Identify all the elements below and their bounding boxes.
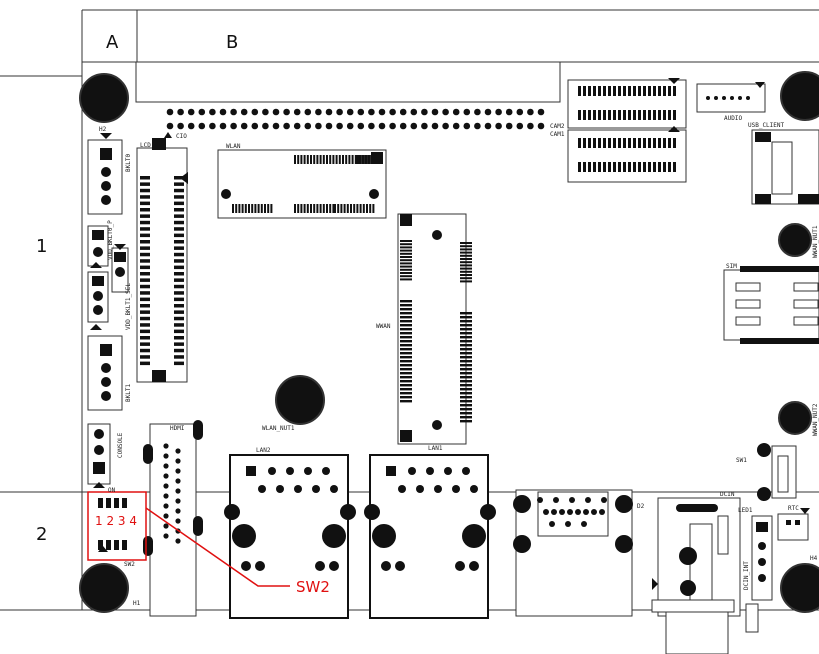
lan1-connector: [364, 454, 496, 619]
lcd-pins: [140, 176, 184, 366]
label-vdd-bklt1: VDD_BKLT1_SEL: [125, 283, 132, 330]
grid-column-a: A: [106, 32, 119, 53]
label-sw2-small: SW2: [124, 561, 135, 568]
label-lcd: LCD: [140, 142, 151, 149]
hdmi-pins: [163, 443, 181, 544]
grid-column-b: B: [226, 32, 238, 53]
label-on: ON: [108, 487, 116, 494]
mounting-hole-h2: [79, 73, 129, 123]
rtc-connector: [777, 513, 809, 541]
cam-pins: [578, 86, 676, 172]
label-wlan-nut1: WLAN_NUT1: [262, 425, 295, 432]
label-d2: D2: [637, 503, 645, 510]
label-usb-client: USB_CLIENT: [748, 122, 785, 129]
mounting-hole-wlan-nut1: [275, 375, 325, 425]
label-lan2: LAN2: [256, 447, 271, 454]
sw2-callout-label: SW2: [296, 578, 330, 596]
header-strip: [135, 61, 561, 103]
wlan-pins: [232, 155, 381, 213]
cam2-connector: [567, 79, 687, 129]
label-dcin: DCIN: [720, 491, 735, 498]
label-cio: CIO: [176, 133, 187, 140]
d2-connector: [513, 489, 633, 617]
label-h1: H1: [133, 600, 141, 607]
label-console: CONSOLE: [117, 432, 124, 458]
label-bklt0: BKLT0: [125, 154, 132, 172]
label-lan1: LAN1: [428, 445, 443, 452]
grid-row-2: 2: [36, 524, 47, 545]
label-rtc: RTC: [788, 505, 799, 512]
label-wwan-nut1: WWAN_NUT1: [812, 225, 819, 258]
label-cam1: CAM1: [550, 131, 565, 138]
sw1-switch: [757, 443, 797, 501]
label-sw1: SW1: [736, 457, 747, 464]
label-hdmi: HDMI: [170, 425, 185, 432]
wwan-pins: [400, 240, 472, 423]
sw2-switch: [87, 491, 147, 561]
mounting-hole-h1: [79, 563, 129, 613]
mounting-hole-wwan-nut2: [778, 401, 812, 435]
label-h2: H2: [99, 126, 107, 133]
mounting-hole-wwan-nut1: [778, 223, 812, 257]
pin-header: [166, 108, 545, 130]
grid-row-1: 1: [36, 236, 47, 257]
hdmi-connector: [149, 423, 197, 617]
d2-pins: [537, 497, 607, 527]
label-wlan: WLAN: [226, 143, 241, 150]
label-wwan-nut2: WWAN_NUT2: [812, 403, 819, 436]
lan2-connector: [224, 454, 356, 619]
label-dcin-int: DCIN_INT: [743, 561, 750, 590]
label-cam2: CAM2: [550, 123, 565, 130]
led1: [717, 515, 729, 555]
label-led1: LED1: [738, 507, 753, 514]
label-bklt1: BKLT1: [125, 384, 132, 402]
label-sim: SIM: [726, 263, 737, 270]
callout-line: [145, 507, 290, 587]
bklt0-marker: [100, 133, 112, 139]
sw2-switch-numbers: 1 2 3 4: [95, 514, 137, 528]
label-h4: H4: [810, 555, 818, 562]
label-vdd-bklt0: VDD_BKLT0_P: [107, 220, 114, 260]
mounting-hole-top-right: [780, 71, 819, 121]
mounting-hole-h4: [780, 563, 819, 613]
label-audio: AUDIO: [724, 115, 742, 122]
label-wwan: WWAN: [376, 323, 391, 330]
